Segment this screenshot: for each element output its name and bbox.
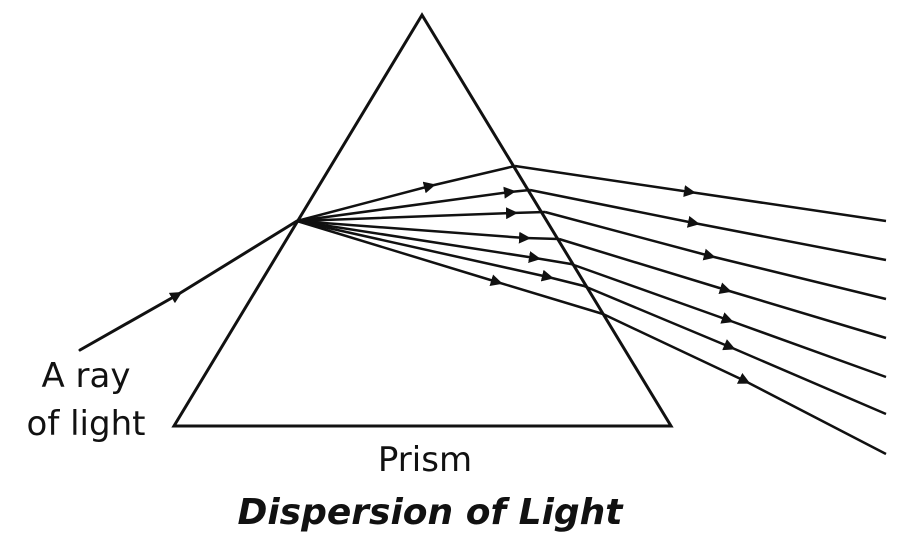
emergent-ray-7 <box>602 312 887 456</box>
emergent-ray-6 <box>583 284 887 416</box>
diagram-caption: Dispersion of Light <box>237 492 623 533</box>
incident-ray <box>78 219 299 352</box>
internal-ray-6 <box>296 219 585 288</box>
emergent-ray-3 <box>544 210 887 301</box>
incident-ray-label: A ray of light <box>20 352 152 448</box>
emergent-ray-2 <box>529 188 887 262</box>
internal-ray-2 <box>296 186 531 223</box>
emergent-ray-4 <box>558 237 887 340</box>
prism-label: Prism <box>377 440 473 480</box>
internal-ray-7 <box>296 219 604 316</box>
prism-triangle <box>171 12 674 428</box>
internal-rays <box>296 164 604 316</box>
internal-ray-3 <box>296 207 546 223</box>
incident-ray-label-line-1: A ray <box>41 356 131 396</box>
internal-ray-4 <box>296 219 560 244</box>
emergent-ray-1 <box>514 164 887 223</box>
internal-ray-1 <box>296 164 516 223</box>
incident-ray-label-line-2: of light <box>26 404 146 444</box>
internal-ray-5 <box>296 219 572 266</box>
emergent-rays <box>514 164 887 456</box>
emergent-ray-5 <box>570 262 887 379</box>
